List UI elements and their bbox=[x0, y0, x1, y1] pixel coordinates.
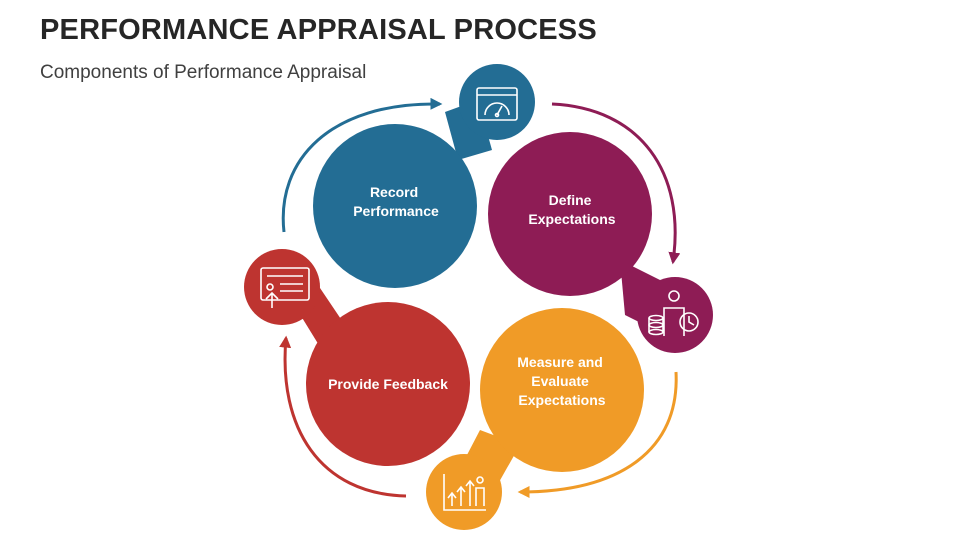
step-provide-feedback: Provide Feedback bbox=[244, 249, 470, 466]
step-define-expectations: Define Expectations bbox=[488, 132, 713, 353]
arrow-feedback-to-record bbox=[281, 97, 443, 233]
step-define-expectations-label: Define Expectations bbox=[528, 192, 615, 227]
step-provide-feedback-circle bbox=[306, 302, 470, 466]
step-record-performance-label: Record Performance bbox=[353, 184, 439, 219]
step-measure-evaluate-circle bbox=[480, 308, 644, 472]
step-provide-feedback-label: Provide Feedback bbox=[328, 376, 448, 392]
page-subtitle: Components of Performance Appraisal bbox=[40, 62, 367, 83]
step-measure-evaluate-label: Measure and Evaluate Expectations bbox=[517, 354, 606, 408]
speedometer-browser-icon bbox=[476, 87, 518, 121]
person-coins-clock-icon bbox=[648, 290, 699, 336]
step-measure-evaluate: Measure and Evaluate Expectations bbox=[426, 308, 644, 530]
step-define-expectations-icon-circle bbox=[637, 277, 713, 353]
arrow-define-to-measure bbox=[517, 371, 678, 498]
step-measure-evaluate-label-line-1: Measure and bbox=[517, 354, 603, 370]
arrow-record-to-define bbox=[551, 102, 681, 265]
step-record-performance-label-line-2: Performance bbox=[353, 203, 439, 219]
step-record-performance-label-line-1: Record bbox=[370, 184, 418, 200]
feedback-screen-icon bbox=[260, 267, 310, 308]
arrow-measure-to-feedback bbox=[279, 335, 407, 498]
page-title: PERFORMANCE APPRAISAL PROCESS bbox=[40, 14, 597, 46]
step-define-expectations-circle bbox=[488, 132, 652, 296]
step-measure-evaluate-label-line-2: Evaluate bbox=[531, 373, 589, 389]
step-record-performance: Record Performance bbox=[313, 64, 535, 288]
step-measure-evaluate-label-line-3: Expectations bbox=[518, 392, 605, 408]
growth-arrows-chart-icon bbox=[443, 474, 486, 511]
step-define-expectations-label-line-2: Expectations bbox=[528, 211, 615, 227]
step-provide-feedback-label-line-1: Provide Feedback bbox=[328, 376, 448, 392]
step-record-performance-icon-circle bbox=[459, 64, 535, 140]
step-record-performance-circle bbox=[313, 124, 477, 288]
step-define-expectations-label-line-1: Define bbox=[549, 192, 592, 208]
